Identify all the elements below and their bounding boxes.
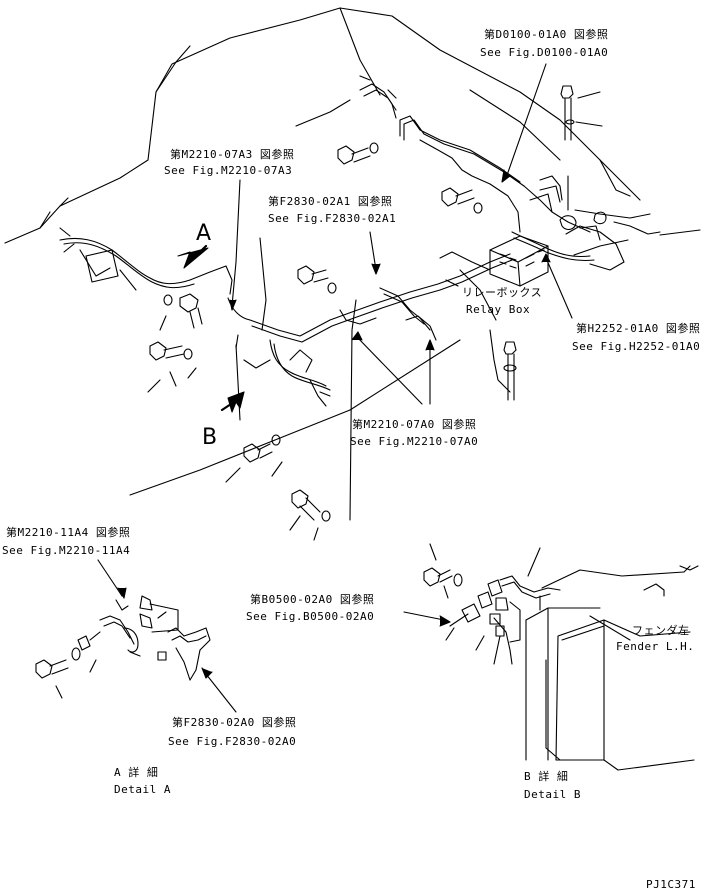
callout-arrows xyxy=(177,244,245,413)
callout-a: A xyxy=(196,221,212,246)
ref-f2830-02a0-en: See Fig.F2830-02A0 xyxy=(168,735,297,748)
ref-b0500-jp: 第B0500-02A0 図参照 xyxy=(250,593,375,606)
relay-box-shape xyxy=(489,235,549,287)
detail-b-caption-en: Detail B xyxy=(524,788,581,801)
detail-a-drawing xyxy=(35,559,237,713)
detail-a-caption-jp: A 詳 細 xyxy=(114,766,159,779)
ref-d0100-jp: 第D0100-01A0 図参照 xyxy=(484,28,609,41)
ref-d0100-en: See Fig.D0100-01A0 xyxy=(480,46,609,59)
ref-h2252-en: See Fig.H2252-01A0 xyxy=(572,340,701,353)
ref-m2210-11a4-jp: 第M2210-11A4 図参照 xyxy=(6,526,131,539)
ref-f2830-02a1-en: See Fig.F2830-02A1 xyxy=(268,212,397,225)
detail-b-drawing xyxy=(403,543,699,771)
relay-box-en: Relay Box xyxy=(466,303,531,316)
machine-body-outline xyxy=(4,7,701,521)
ref-m2210-07a3-jp: 第M2210-07A3 図参照 xyxy=(170,148,295,161)
detail-b-caption-jp: B 詳 細 xyxy=(524,770,569,783)
main-harness xyxy=(59,83,625,407)
fender-lh-jp: フェンダ左 xyxy=(632,624,690,637)
callout-b: B xyxy=(202,425,218,450)
ref-f2830-02a1-jp: 第F2830-02A1 図参照 xyxy=(268,195,393,208)
relay-box-jp: リレーボックス xyxy=(462,286,543,299)
ref-m2210-07a0-en: See Fig.M2210-07A0 xyxy=(350,435,479,448)
ref-m2210-11a4-en: See Fig.M2210-11A4 xyxy=(2,544,131,557)
ref-m2210-07a0-jp: 第M2210-07A0 図参照 xyxy=(352,418,477,431)
fender-lh-en: Fender L.H. xyxy=(616,640,695,653)
detail-a-caption-en: Detail A xyxy=(114,783,171,796)
right-side-assembly xyxy=(539,175,661,256)
ref-b0500-en: See Fig.B0500-02A0 xyxy=(246,610,375,623)
figure-code: PJ1C371 xyxy=(646,878,696,891)
fasteners-main xyxy=(59,75,603,541)
ref-h2252-jp: 第H2252-01A0 図参照 xyxy=(576,322,701,335)
ref-f2830-02a0-jp: 第F2830-02A0 図参照 xyxy=(172,716,297,729)
ref-m2210-07a3-en: See Fig.M2210-07A3 xyxy=(164,164,293,177)
leader-lines xyxy=(229,63,573,405)
